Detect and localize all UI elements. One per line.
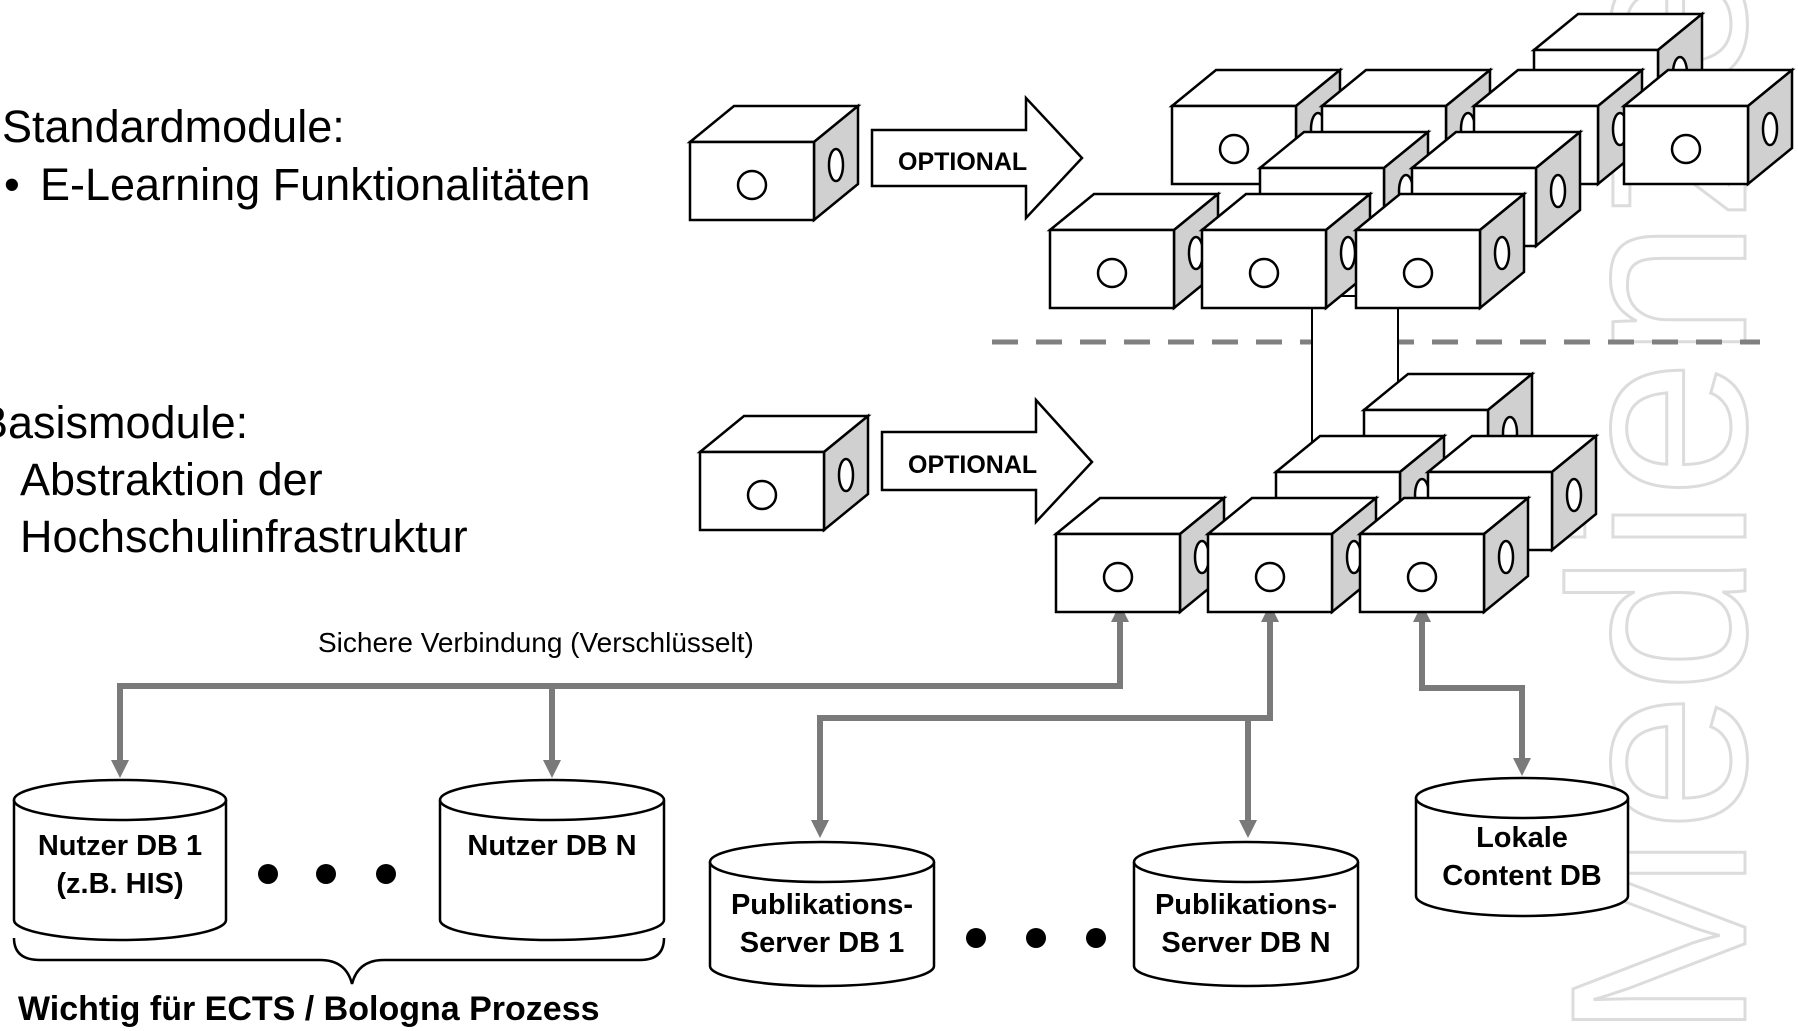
basis-modules-item-line2: Hochschulinfrastruktur: [20, 511, 468, 562]
standard-modules-item: E-Learning Funktionalitäten: [40, 159, 591, 210]
module-box-upper-front-2: [1198, 191, 1374, 311]
ellipsis-user-dbs: [258, 864, 396, 884]
pub-db-1-line1: Publikations-: [731, 889, 913, 921]
optional-label-upper: OPTIONAL: [898, 148, 1027, 176]
optional-arrow-lower: OPTIONAL: [880, 396, 1094, 526]
database-pub-1: Publikations- Server DB 1: [708, 840, 936, 988]
module-box-lower-front-2: [1204, 495, 1380, 615]
database-pub-n: Publikations- Server DB N: [1132, 840, 1360, 988]
user-db-brace: [12, 937, 666, 985]
module-box-lower-front-1: [1052, 495, 1228, 615]
local-db-line2: Content DB: [1442, 860, 1601, 892]
user-db-n-label: Nutzer DB N: [467, 830, 636, 862]
database-local-content: Lokale Content DB: [1414, 776, 1630, 918]
database-user-n: Nutzer DB N: [438, 778, 666, 942]
optional-arrow-upper: OPTIONAL: [870, 94, 1084, 222]
connection-lines: [117, 618, 1525, 822]
pub-db-1-line2: Server DB 1: [740, 927, 904, 959]
pub-db-n-line1: Publikations-: [1155, 889, 1337, 921]
module-box-lower-front-3: [1356, 495, 1532, 615]
basis-modules-heading: Basismodule:: [0, 397, 249, 448]
module-box-upper-front-1: [1046, 191, 1222, 311]
user-db-1-line1: Nutzer DB 1: [38, 830, 202, 862]
local-db-line1: Lokale: [1476, 822, 1568, 854]
brace-caption: Wichtig für ECTS / Bologna Prozess: [18, 990, 600, 1028]
module-box-upper-front-3: [1352, 191, 1528, 311]
module-box-optional-upper: [686, 103, 862, 223]
module-box-optional-lower: [696, 413, 872, 533]
standard-modules-bullet: •: [4, 159, 20, 210]
optional-label-lower: OPTIONAL: [908, 451, 1037, 479]
user-db-1-line2: (z.B. HIS): [56, 868, 183, 900]
standard-modules-heading: Standardmodule:: [2, 101, 345, 152]
connection-label: Sichere Verbindung (Verschlüsselt): [318, 627, 754, 658]
ellipsis-pub-dbs: [966, 928, 1106, 948]
module-boxes: [686, 11, 1796, 615]
module-box-upper-4: [1620, 67, 1796, 187]
database-user-1: Nutzer DB 1 (z.B. HIS): [12, 778, 228, 942]
basis-modules-item-line1: Abstraktion der: [20, 454, 323, 505]
pub-db-n-line2: Server DB N: [1161, 927, 1330, 959]
